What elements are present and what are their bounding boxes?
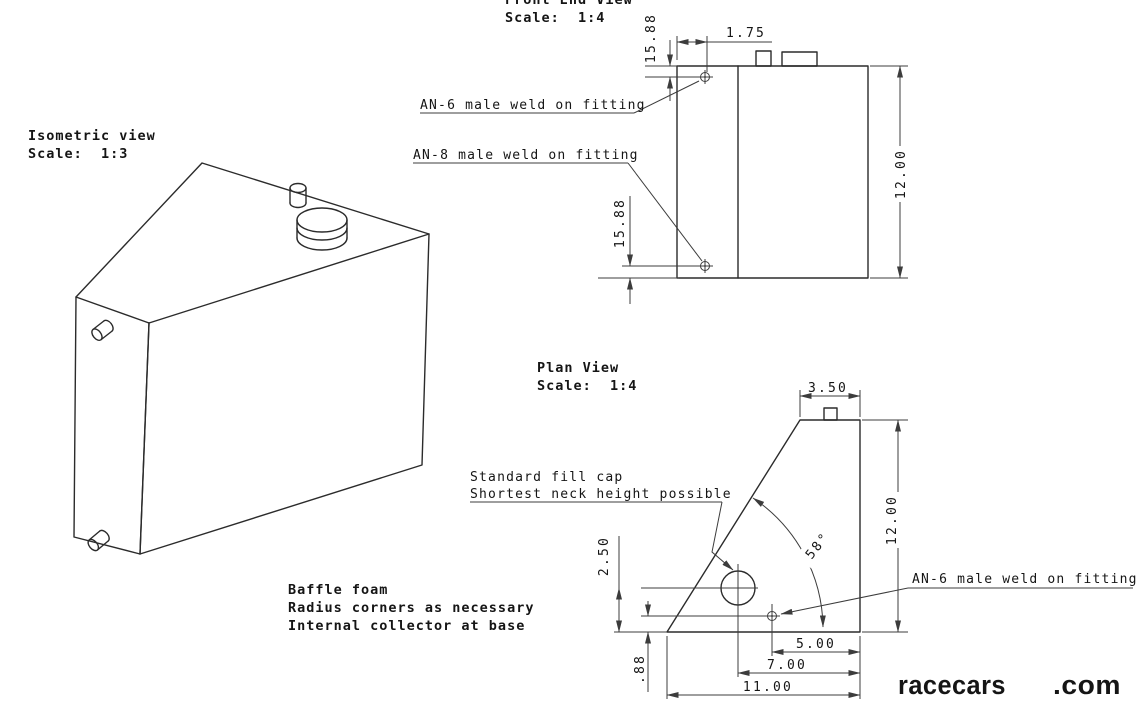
dim-plan-cap-from-right: 7.00: [767, 658, 807, 673]
weld-fitting-symbol-an8-front: [697, 259, 713, 273]
side-fitting-upper-isometric: [91, 319, 114, 342]
dim-plan-fitting-from-right: 5.00: [796, 637, 836, 652]
front-view-scale-label: Scale: 1:4: [505, 10, 605, 26]
front-view-title: Front End View: [505, 0, 633, 8]
plan-view-drawing: [470, 390, 1133, 699]
dim-plan-neck-width: 3.50: [808, 381, 848, 396]
vent-stub-front: [755, 50, 772, 67]
callout-fill-cap-line2: Shortest neck height possible: [470, 487, 732, 502]
callout-an8-front: AN-8 male weld on fitting: [413, 148, 639, 163]
dim-plan-fill-cap-from-base: 2.50: [597, 536, 612, 576]
dim-plan-fitting-from-base: .88: [633, 654, 648, 684]
isometric-view-drawing: [73, 162, 430, 555]
dim-plan-depth: 12.00: [885, 495, 900, 545]
vent-stub-isometric: [289, 182, 307, 209]
note-radius-corners: Radius corners as necessary: [288, 600, 534, 616]
dim-front-fitting-bottom-offset: 15.88: [613, 198, 628, 248]
watermark-racecars: racecars: [898, 670, 1006, 700]
plan-view-scale-label: Scale: 1:4: [537, 378, 637, 394]
dim-plan-base-width: 11.00: [743, 680, 793, 695]
fill-cap-isometric: [296, 207, 348, 251]
callout-an6-front: AN-6 male weld on fitting: [420, 98, 646, 113]
fill-neck-plan: [823, 407, 838, 421]
front-view-drawing: [413, 36, 910, 304]
callout-an6-plan: AN-6 male weld on fitting: [912, 572, 1138, 587]
dim-front-neck-position: 1.75: [726, 26, 766, 41]
isometric-view-scale-label: Scale: 1:3: [28, 146, 128, 162]
watermark-com: .com: [1053, 670, 1121, 700]
fill-neck-front: [781, 51, 818, 67]
callout-fill-cap-line1: Standard fill cap: [470, 470, 623, 485]
weld-fitting-symbol-an6-front: [697, 70, 713, 84]
dim-front-fitting-top-offset: 15.88: [644, 13, 659, 63]
note-internal-collector: Internal collector at base: [288, 618, 525, 634]
isometric-view-title: Isometric view: [28, 128, 156, 144]
dim-front-height: 12.00: [894, 149, 909, 199]
weld-fitting-symbol-an6-plan: [641, 604, 780, 656]
watermark-logo: racecars .com: [898, 670, 1121, 700]
plan-view-title: Plan View: [537, 360, 619, 376]
note-baffle-foam: Baffle foam: [288, 582, 388, 598]
side-fitting-lower-isometric: [87, 529, 110, 552]
